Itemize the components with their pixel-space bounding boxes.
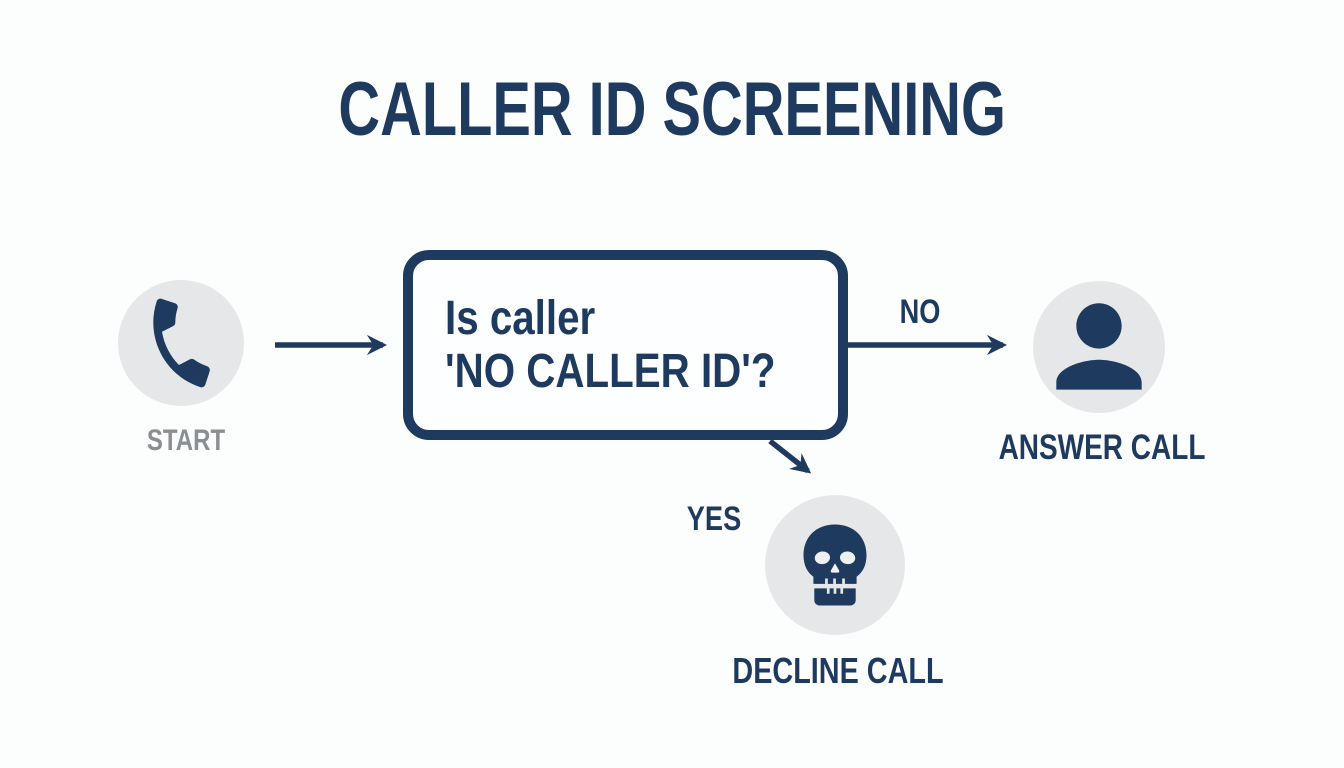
decision-box: Is caller 'NO CALLER ID'? xyxy=(403,250,848,440)
person-icon xyxy=(1056,303,1142,390)
page-title: CALLER ID SCREENING xyxy=(0,72,1344,148)
answer-call-label: ANSWER CALL xyxy=(998,428,1206,467)
arrow-yes-to-decline xyxy=(768,438,812,474)
page-title-text: CALLER ID SCREENING xyxy=(338,67,1006,152)
no-edge-label: NO xyxy=(899,293,941,331)
answer-call-node xyxy=(1033,281,1165,413)
skull-icon xyxy=(803,524,867,606)
decision-question: Is caller 'NO CALLER ID'? xyxy=(445,292,838,398)
decline-call-node xyxy=(765,495,905,635)
phone-icon xyxy=(153,298,210,388)
decline-call-label: DECLINE CALL xyxy=(732,650,944,691)
start-label: START xyxy=(146,424,226,457)
yes-edge-label: YES xyxy=(686,500,742,538)
decision-question-line2: 'NO CALLER ID'? xyxy=(445,345,776,398)
decision-question-line1: Is caller xyxy=(445,292,596,345)
start-node xyxy=(118,280,244,406)
